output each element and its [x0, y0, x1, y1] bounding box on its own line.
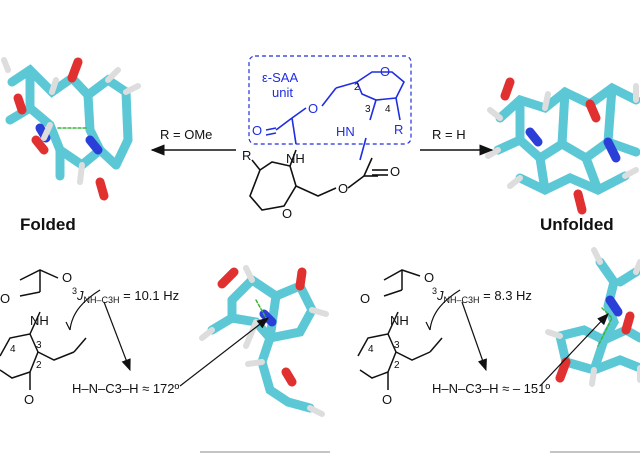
- center-structure-double-bond: [265, 127, 277, 136]
- left-nh-label: NH: [30, 313, 49, 328]
- right-ring-oxygen: O: [382, 392, 392, 407]
- left-torsion-angle: H–N–C3–H ≈ 172º: [72, 381, 180, 396]
- folded-label: Folded: [20, 215, 76, 234]
- right-coupling-sup: 3: [432, 286, 437, 296]
- unfolded-label: Unfolded: [540, 215, 614, 234]
- unfolded-closeup-model: [545, 247, 640, 387]
- right-pos-4: 4: [368, 344, 374, 355]
- right-ether-oxygen: O: [424, 270, 434, 285]
- lower-carbonyl: [372, 169, 388, 176]
- unfolded-3d-model: [485, 77, 640, 215]
- ether-oxygen-label: O: [308, 101, 318, 116]
- left-carbonyl-oxygen: O: [0, 291, 10, 306]
- left-coupling-j: J: [76, 288, 84, 303]
- right-coupling-constant: 3JNH–C3H = 8.3 Hz: [432, 286, 532, 305]
- saa-unit-label-1: ε-SAA: [262, 70, 298, 85]
- saa-unit-label-2: unit: [272, 85, 293, 100]
- center-structure-bonds: [275, 71, 405, 161]
- left-ether-oxygen: O: [62, 270, 72, 285]
- saa-unit-box: [248, 55, 412, 145]
- lower-ring-oxygen-label: O: [282, 206, 292, 221]
- right-coupling-value: = 8.3 Hz: [480, 288, 532, 303]
- ring-oxygen-label: O: [380, 64, 390, 79]
- right-carbonyl-oxygen: O: [360, 291, 370, 306]
- right-nh-label: NH: [390, 313, 409, 328]
- pos-4-label: 4: [385, 104, 391, 115]
- left-ring-oxygen: O: [24, 392, 34, 407]
- left-coupling-sub: NH–C3H: [84, 295, 120, 305]
- right-coupling-sub: NH–C3H: [444, 295, 480, 305]
- right-arrow-label: R = H: [432, 127, 466, 142]
- left-fragment-bonds: [0, 269, 87, 390]
- right-fragment-curves: [425, 289, 609, 387]
- left-arrow-label: R = OMe: [160, 127, 212, 142]
- carbonyl-oxygen-label: O: [252, 123, 262, 138]
- left-coupling-sup: 3: [72, 286, 77, 296]
- right-torsion-angle: H–N–C3–H ≈ – 151º: [432, 381, 550, 396]
- folded-closeup-model: [199, 265, 329, 417]
- left-coupling-constant: 3JNH–C3H = 10.1 Hz: [72, 286, 179, 305]
- r-bottom-label: R: [242, 148, 251, 163]
- right-pos-3: 3: [394, 340, 400, 351]
- right-fragment-bonds: [357, 269, 443, 390]
- left-pos-3: 3: [36, 340, 42, 351]
- left-pos-4: 4: [10, 344, 16, 355]
- lower-structure-bonds: [249, 149, 378, 211]
- nh-label: NH: [286, 151, 305, 166]
- left-pos-2: 2: [36, 360, 42, 371]
- left-fragment-curves: [65, 289, 269, 387]
- lower-carbonyl-oxygen-label: O: [390, 164, 400, 179]
- hn-label: HN: [336, 124, 355, 139]
- right-pos-2: 2: [394, 360, 400, 371]
- pos-2-label: 2: [354, 82, 360, 93]
- pos-3-label: 3: [365, 104, 371, 115]
- lower-ether-oxygen-label: O: [338, 181, 348, 196]
- folded-3d-model: [1, 57, 141, 201]
- left-coupling-value: = 10.1 Hz: [120, 288, 180, 303]
- right-coupling-j: J: [436, 288, 444, 303]
- r-top-label: R: [394, 122, 403, 137]
